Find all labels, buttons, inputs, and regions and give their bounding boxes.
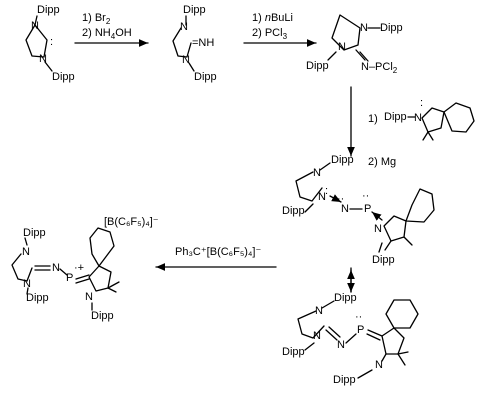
n-label: N [39,53,47,65]
dipp-label: Dipp [52,71,75,83]
n-label: N [337,339,345,351]
step4-reagent: Ph₃C⁺[B(C₆F₅)₄]⁻ [175,246,261,258]
carbene-structure: Dipp N N : Dipp [25,4,75,83]
nh-label: =NH [192,37,214,49]
resonance-structure: Dipp N N Dipp N P ·· N Dipp [282,292,419,386]
p-label: P [364,203,371,215]
dichlorophosphine-structure: N Dipp N Dipp N–PCl2 [306,14,403,75]
step1-conditions: 1) Br2 2) NH4OH [82,12,132,41]
step2-conditions: 1) nBuLi 2) PCl3 [252,12,293,41]
svg-text:2) Mg: 2) Mg [368,156,396,168]
svg-text:2) PCl3: 2) PCl3 [252,27,288,41]
svg-text::: : [50,36,53,48]
p-label: P [357,324,364,336]
svg-text::: : [420,97,423,109]
dipp-label: Dipp [282,346,305,358]
svg-text:1) nBuLi: 1) nBuLi [252,12,293,24]
phosphenium-cation-structure: Dipp N N Dipp N P ·+ N Dipp [11,227,120,322]
dipp-label: Dipp [306,60,329,72]
dipp-label: Dipp [23,227,46,239]
n-label: N [414,112,422,124]
n-label: N [374,223,382,235]
n-label: N [180,21,188,33]
dipp-label: Dipp [91,310,114,322]
n-label: N [313,330,321,342]
n-label: N [85,291,93,303]
n-label: N [52,262,60,274]
dipp-label: Dipp [384,111,407,123]
svg-text:1) Br2: 1) Br2 [82,12,111,26]
dipp-label: Dipp [334,292,357,304]
n-label: N [23,278,31,290]
step3-conditions: 1) 2) Mg [368,113,396,168]
dipp-label: Dipp [37,4,60,16]
dipp-label: Dipp [372,254,395,266]
adduct-structure: Dipp N N Dipp : ·· N P ·· N Dipp [282,154,435,266]
dipp-label: Dipp [183,4,206,16]
n-label: N [22,246,30,258]
counterion-label: [B(C₆F₅)₄]⁻ [104,216,159,228]
n-label: N [313,167,321,179]
dipp-label: Dipp [194,71,217,83]
svg-text:··: ·· [362,190,369,202]
n-label: N [31,20,39,32]
n-label: N [318,191,326,203]
p-label: P [66,272,73,284]
n-label: N [360,22,368,34]
caac-reagent-structure: Dipp N : [384,97,475,141]
imine-structure: Dipp N N =NH Dipp [172,4,217,83]
dipp-label: Dipp [380,22,403,34]
dipp-label: Dipp [333,374,356,386]
svg-text:1): 1) [368,113,378,125]
svg-text:··: ·· [355,311,362,323]
n-label: N [315,305,323,317]
n-label: N [341,203,349,215]
svg-text:2) NH4OH: 2) NH4OH [82,27,132,41]
dipp-label: Dipp [26,292,49,304]
n-label: N [375,359,383,371]
n-label: N [338,41,346,53]
svg-text:··: ·· [337,193,344,205]
dipp-label: Dipp [331,154,354,166]
svg-text::: : [325,185,328,197]
n-label: N [182,54,190,66]
svg-text:N–PCl2: N–PCl2 [361,61,398,75]
svg-text:·+: ·+ [74,262,84,274]
dipp-label: Dipp [282,205,305,217]
